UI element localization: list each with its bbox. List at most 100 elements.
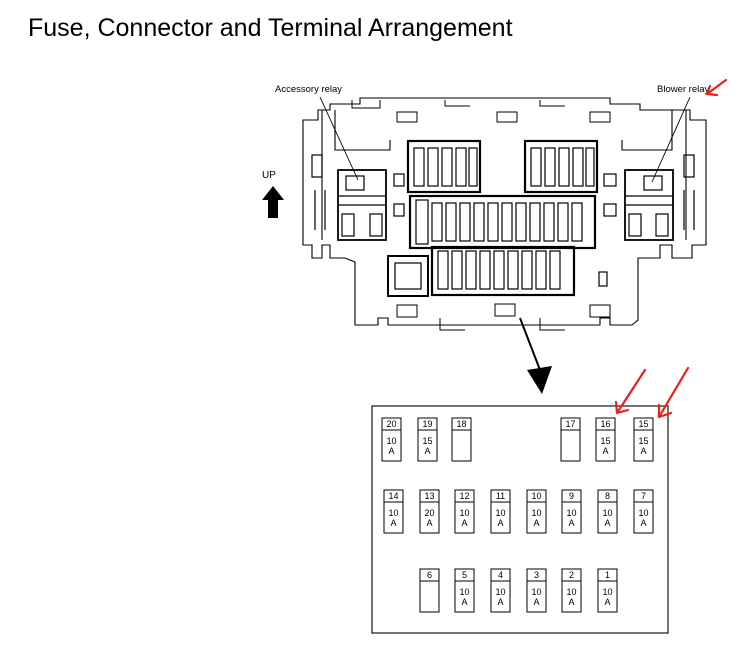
fuse-number: 14 (388, 491, 398, 501)
fuse-block-housing (302, 97, 707, 326)
fuse-slot (526, 489, 547, 534)
fuse-rating: 10 (602, 508, 612, 518)
fuse-rating-unit: A (604, 518, 610, 528)
fuse-cell-14: 14 10A (383, 489, 404, 534)
fuse-slot (560, 417, 581, 462)
fuse-rating-unit: A (461, 597, 467, 607)
fuse-number: 6 (427, 570, 432, 580)
fuse-slot (490, 568, 511, 613)
fuse-slot (451, 417, 472, 462)
fuse-rating: 10 (566, 508, 576, 518)
accessory-relay-label: Accessory relay (275, 84, 342, 95)
fuse-rating: 20 (424, 508, 434, 518)
annotation-arrows (614, 78, 728, 419)
fuse-cell-17: 17 (560, 417, 581, 462)
blower-relay-label: Blower relay (657, 84, 710, 95)
fuse-slot (633, 417, 654, 462)
fuse-rating-unit: A (640, 518, 646, 528)
fuse-rating-unit: A (390, 518, 396, 528)
fuse-cell-12: 12 10A (454, 489, 475, 534)
fuse-slot (561, 568, 582, 613)
lower-fuse-row (430, 245, 576, 297)
fuse-number: 13 (424, 491, 434, 501)
fuse-slot (595, 417, 616, 462)
fuse-cell-9: 9 10A (561, 489, 582, 534)
fuse-slot (597, 568, 618, 613)
fuse-rating: 10 (459, 587, 469, 597)
up-arrow-icon (262, 186, 284, 218)
fuse-cell-19: 19 15A (417, 417, 438, 462)
fuse-cell-18: 18 (451, 417, 472, 462)
fuse-rating-unit: A (461, 518, 467, 528)
fuse-number: 19 (422, 419, 432, 429)
fuse-rating-unit: A (424, 446, 430, 456)
fuse-slot (454, 568, 475, 613)
page-title: Fuse, Connector and Terminal Arrangement (28, 14, 513, 42)
fuse-slot (454, 489, 475, 534)
fuse-rating: 10 (602, 587, 612, 597)
fuse-number: 15 (638, 419, 648, 429)
fuse-rating-unit: A (388, 446, 394, 456)
fuse-cell-2: 2 10A (561, 568, 582, 613)
fuse-number: 8 (605, 491, 610, 501)
fuse-number: 12 (459, 491, 469, 501)
fuse-number: 3 (534, 570, 539, 580)
fuse-slot (381, 417, 402, 462)
blower-relay (624, 154, 695, 241)
housing-bottom-tabs (396, 303, 611, 331)
fuse-rating: 10 (531, 587, 541, 597)
fuse-number: 2 (569, 570, 574, 580)
annotation-arrow-icon (705, 78, 728, 97)
fuse-number: 5 (462, 570, 467, 580)
fuse-number: 11 (496, 491, 505, 501)
fuse-rating-unit: A (568, 597, 574, 607)
fuse-slot (383, 489, 404, 534)
fuse-number: 18 (456, 419, 466, 429)
fuse-rating: 10 (459, 508, 469, 518)
up-label: UP (262, 170, 276, 181)
fuse-slot (597, 489, 618, 534)
fuse-rating-unit: A (640, 446, 646, 456)
fuse-rating: 10 (388, 508, 398, 518)
fuse-number: 20 (386, 419, 396, 429)
fuse-rating: 10 (495, 587, 505, 597)
middle-fuse-row (408, 194, 597, 250)
fuse-rating: 10 (638, 508, 648, 518)
fuse-cell-7: 7 10A (633, 489, 654, 534)
fuse-slot (417, 417, 438, 462)
fuse-rating: 15 (600, 436, 610, 446)
fuse-rating-unit: A (533, 597, 539, 607)
fuse-number: 17 (565, 419, 575, 429)
fuse-cell-6: 6 (419, 568, 440, 613)
fuse-cell-5: 5 10A (454, 568, 475, 613)
upper-fuse-row (406, 139, 482, 194)
fuse-rating-unit: A (497, 597, 503, 607)
fuse-rating-unit: A (602, 446, 608, 456)
fuse-rating-unit: A (497, 518, 503, 528)
upper-fuse-row-right (523, 139, 599, 194)
fuse-rating-unit: A (568, 518, 574, 528)
fuse-slot (419, 489, 440, 534)
housing-details (387, 173, 617, 297)
fuse-number: 7 (641, 491, 646, 501)
fuse-slot (633, 489, 654, 534)
fuse-rating-unit: A (426, 518, 432, 528)
fuse-number: 9 (569, 491, 574, 501)
fuse-cell-3: 3 10A (526, 568, 547, 613)
fuse-rating: 10 (566, 587, 576, 597)
annotation-arrow-icon (614, 368, 647, 415)
fuse-cell-8: 8 10A (597, 489, 618, 534)
detail-pointer-arrow-icon (519, 317, 552, 394)
fuse-rating-unit: A (604, 597, 610, 607)
fuse-rating: 15 (422, 436, 432, 446)
fuse-rating: 15 (638, 436, 648, 446)
fuse-detail-panel (371, 405, 669, 634)
